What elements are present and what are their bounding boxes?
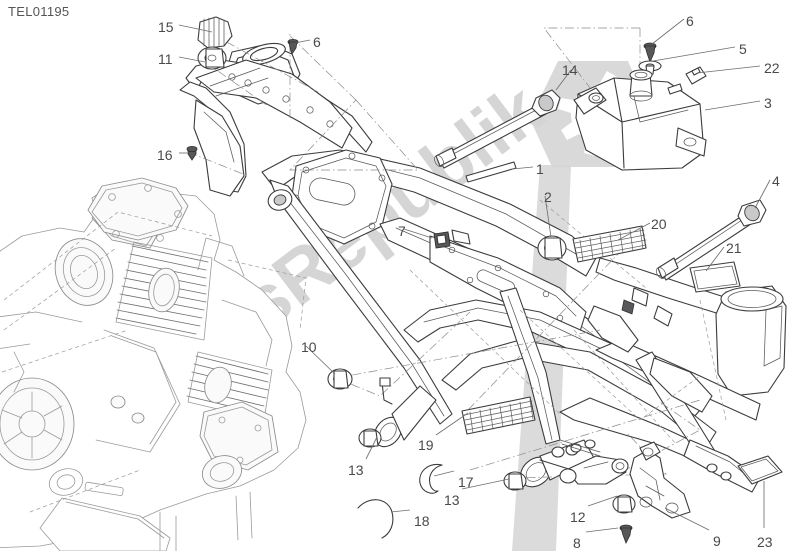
- callout-3: 3: [764, 95, 772, 111]
- callout-2: 2: [544, 189, 552, 205]
- callout-15: 15: [158, 19, 174, 35]
- part-11-bushing: [197, 46, 227, 70]
- callout-22: 22: [764, 60, 780, 76]
- callout-13-left: 13: [348, 462, 364, 478]
- rear-linkage-assembly: [539, 444, 629, 485]
- rear-fasteners: [559, 439, 732, 481]
- part-18-spring-clip: [357, 499, 394, 539]
- leader-12: [587, 495, 618, 507]
- part-3-battery-box: [573, 69, 707, 171]
- part-code-label: TEL01195: [8, 4, 70, 19]
- part-17-c-clip: [419, 463, 443, 494]
- part-22-pin: [685, 66, 707, 85]
- leader-19: [435, 412, 469, 436]
- callout-21: 21: [726, 240, 742, 256]
- part-13-bushing-left: [358, 428, 382, 448]
- callout-23: 23: [757, 534, 773, 550]
- leader-lines: [178, 18, 771, 533]
- leader-13-bottom: [461, 478, 510, 490]
- leader-5: [652, 46, 736, 62]
- callout-1: 1: [536, 161, 544, 177]
- leader-10: [305, 345, 336, 375]
- leader-21: [705, 246, 725, 272]
- leader-3: [704, 100, 761, 111]
- leader-2: [544, 195, 552, 238]
- part-6-screw-left: [287, 39, 299, 55]
- leader-15: [178, 24, 213, 33]
- leader-7: [403, 228, 433, 239]
- leader-8: [585, 527, 619, 533]
- callout-10: 10: [301, 339, 317, 355]
- part-15-rubber-plug: [197, 16, 233, 49]
- callout-4: 4: [772, 173, 780, 189]
- leader-1: [511, 166, 534, 170]
- part-9-bracket: [629, 441, 691, 519]
- callout-20: 20: [651, 216, 667, 232]
- callout-12: 12: [570, 509, 586, 525]
- part-1-pin: [465, 161, 517, 183]
- part-16-screw: [186, 145, 198, 161]
- callout-17: 17: [458, 474, 474, 490]
- part-4-tie-rod: [655, 199, 767, 281]
- leader-14: [555, 69, 572, 91]
- leader-4: [754, 179, 771, 209]
- part-2-bushing: [537, 235, 567, 261]
- part-23-tag: [737, 455, 783, 485]
- leader-13-left: [365, 436, 378, 460]
- callout-8: 8: [573, 535, 581, 551]
- leader-20: [617, 222, 651, 241]
- callout-16: 16: [157, 147, 173, 163]
- callout-7: 7: [398, 223, 406, 239]
- callout-11: 11: [158, 51, 173, 67]
- callout-5: 5: [739, 41, 747, 57]
- part-19-mesh-pad: [461, 396, 536, 435]
- part-8-screw: [619, 524, 633, 544]
- callout-19: 19: [418, 437, 434, 453]
- part-21-plate: [689, 261, 741, 293]
- motorcycle-frame: [179, 42, 787, 493]
- engine-construction-lines: [1, 211, 307, 513]
- callout-6-top-left: 6: [313, 34, 321, 50]
- leader-22: [696, 65, 761, 74]
- callout-6-top-right: 6: [686, 13, 694, 29]
- leader-17: [433, 470, 455, 477]
- callout-18: 18: [414, 513, 430, 529]
- engine-assembly: [0, 177, 307, 551]
- leader-11: [178, 56, 206, 63]
- callout-9: 9: [713, 533, 721, 549]
- leader-18: [390, 509, 411, 513]
- part-10-bushing: [327, 368, 353, 390]
- leader-6-tr: [651, 18, 685, 45]
- leader-6-tl: [294, 39, 311, 44]
- part-12-bushing: [612, 494, 636, 514]
- callout-14: 14: [562, 62, 578, 78]
- leader-9: [664, 507, 710, 531]
- part-6-screw-right: [643, 42, 657, 64]
- part-7-clip: [433, 231, 451, 249]
- part-14-tie-rod: [434, 89, 561, 169]
- part-13-bushing-bottom: [503, 471, 527, 491]
- detached-parts: [186, 16, 783, 544]
- callout-13-bottom: 13: [444, 492, 460, 508]
